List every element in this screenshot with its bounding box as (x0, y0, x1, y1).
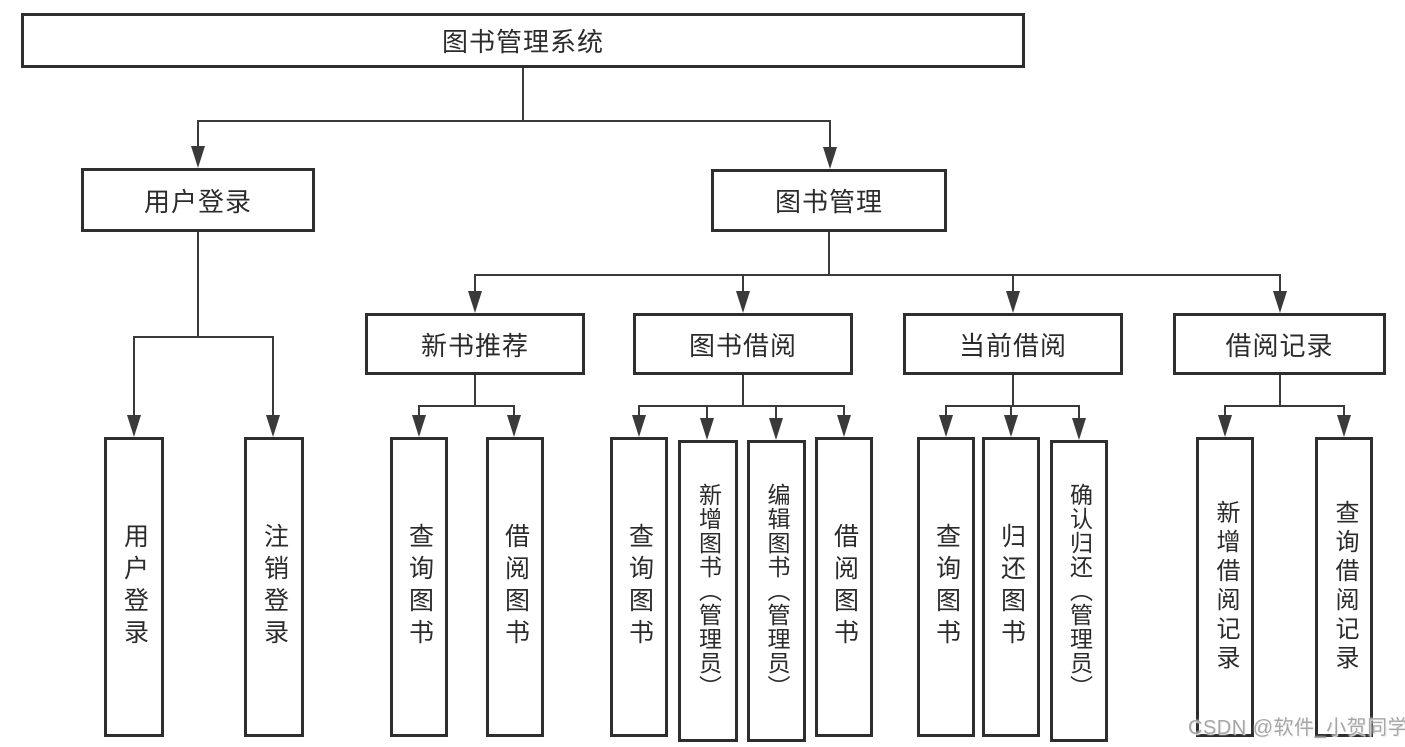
arrow-down-icon (1337, 405, 1351, 437)
node-current-borrowing: 当前借阅 (903, 313, 1123, 375)
connector-borrow-stem (742, 375, 744, 407)
node-borrowing-records: 借阅记录 (1173, 313, 1386, 375)
node-label: 查询图书 (932, 523, 961, 651)
leaf-return-books: 归还图书 (982, 437, 1040, 737)
node-label: 图书借阅 (688, 330, 797, 361)
leaf-query-books-recommend: 查询图书 (390, 437, 448, 737)
node-label: 编辑图书（管理员） (764, 483, 790, 699)
node-label: 新增借阅记录 (1212, 500, 1239, 674)
node-label: 用户登录 (120, 523, 149, 651)
arrow-down-icon (1006, 274, 1020, 313)
node-book-borrowing: 图书借阅 (633, 313, 853, 375)
arrow-down-icon (736, 274, 750, 313)
node-label: 借阅图书 (501, 523, 530, 651)
node-label: 归还图书 (997, 523, 1026, 651)
node-label: 查询图书 (405, 523, 434, 651)
node-user-login: 用户登录 (81, 168, 315, 232)
arrow-down-icon (191, 120, 205, 168)
arrow-down-icon (939, 405, 953, 437)
leaf-borrow-books-recommend: 借阅图书 (486, 437, 544, 737)
connector-records-rail (1224, 405, 1345, 407)
node-label: 图书管理 (774, 187, 883, 217)
connector-records-stem (1279, 375, 1281, 407)
arrow-down-icon (1218, 405, 1232, 437)
leaf-confirm-return-admin: 确认归还（管理员） (1050, 440, 1108, 742)
arrow-down-icon (823, 120, 837, 169)
node-new-book-recommend: 新书推荐 (365, 313, 585, 375)
connector-root-stem (522, 68, 524, 122)
arrow-down-icon (769, 405, 783, 440)
node-label: 查询借阅记录 (1331, 500, 1358, 674)
connector-newrec-rail (418, 405, 515, 407)
leaf-user-login: 用户登录 (104, 437, 164, 737)
leaf-add-borrow-record: 新增借阅记录 (1196, 437, 1254, 737)
arrow-down-icon (507, 405, 521, 437)
arrow-down-icon (837, 405, 851, 437)
connector-bookmgmt-rail (474, 274, 1281, 276)
node-label: 查询图书 (625, 523, 654, 651)
node-label: 借阅图书 (830, 523, 859, 651)
csdn-watermark: CSDN @软件_小贺同学 (1188, 717, 1405, 739)
leaf-query-books-current: 查询图书 (917, 437, 975, 737)
connector-newrec-stem (474, 375, 476, 407)
arrow-down-icon (127, 336, 141, 437)
node-label: 当前借阅 (958, 330, 1067, 361)
leaf-edit-books-admin: 编辑图书（管理员） (747, 440, 806, 742)
arrow-down-icon (468, 274, 482, 313)
node-label: 新书推荐 (420, 330, 529, 361)
connector-bookmgmt-stem (828, 232, 830, 276)
node-book-management: 图书管理 (711, 169, 947, 232)
node-label: 用户登录 (143, 186, 252, 217)
arrow-down-icon (700, 405, 714, 440)
connector-userlogin-rail (133, 336, 274, 338)
node-label: 注销登录 (260, 523, 289, 651)
leaf-logout: 注销登录 (244, 437, 304, 737)
connector-borrow-rail (638, 405, 845, 407)
connector-current-stem (1012, 375, 1014, 407)
connector-current-rail (945, 405, 1080, 407)
arrow-down-icon (1004, 405, 1018, 437)
leaf-add-books-admin: 新增图书（管理员） (678, 440, 738, 742)
arrow-down-icon (412, 405, 426, 437)
node-label: 图书管理系统 (441, 27, 604, 57)
arrow-down-icon (266, 336, 280, 437)
node-label: 新增图书（管理员） (695, 483, 722, 699)
connector-userlogin-stem (197, 232, 199, 338)
arrow-down-icon (1072, 405, 1086, 440)
arrow-down-icon (632, 405, 646, 437)
connector-root-rail (197, 120, 831, 122)
node-label: 借阅记录 (1225, 330, 1334, 361)
node-library-management-system: 图书管理系统 (21, 13, 1025, 68)
arrow-down-icon (1273, 274, 1287, 313)
leaf-query-books-borrow: 查询图书 (610, 437, 668, 737)
node-label: 确认归还（管理员） (1066, 483, 1093, 699)
leaf-query-borrow-record: 查询借阅记录 (1315, 437, 1373, 737)
leaf-borrow-books: 借阅图书 (815, 437, 873, 737)
